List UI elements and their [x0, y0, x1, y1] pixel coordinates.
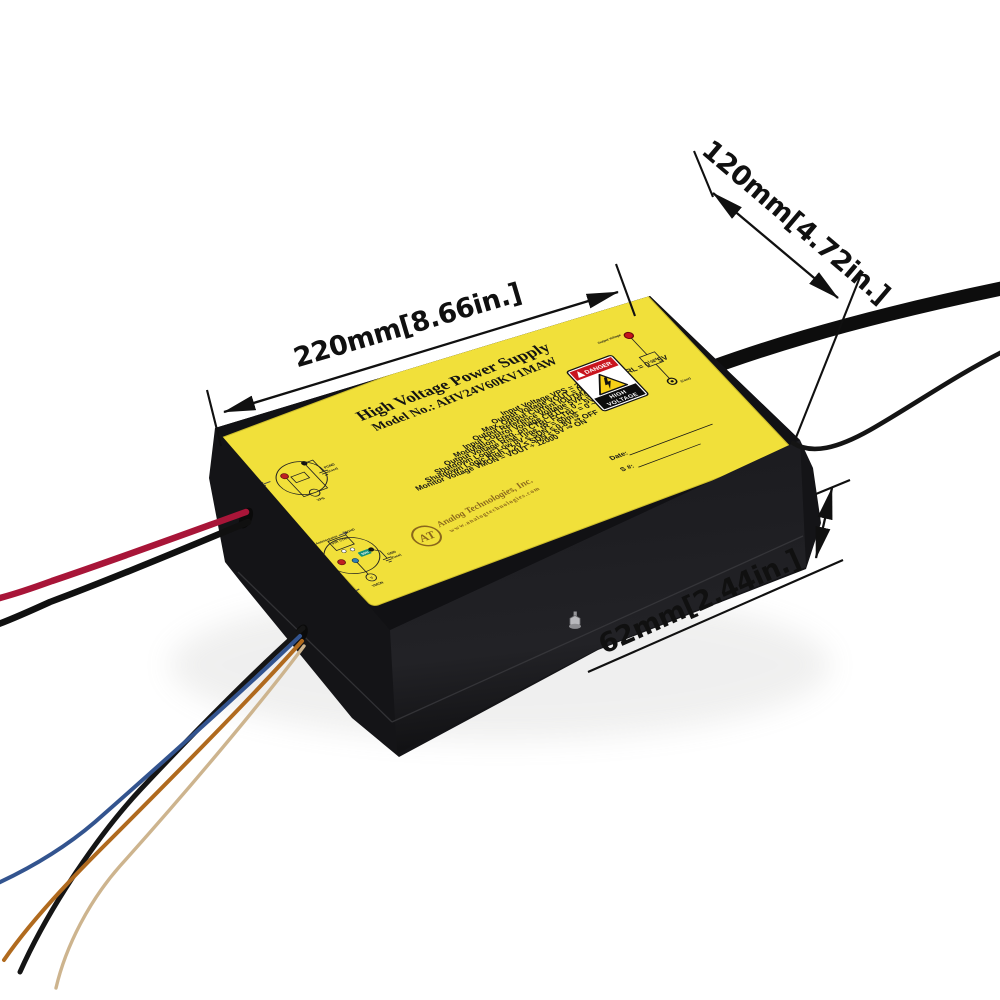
extension-line — [794, 276, 861, 441]
direction-arrow-icon — [338, 531, 349, 536]
ground-symbol — [319, 469, 329, 476]
date-serial-block: Date: S #: — [608, 423, 713, 474]
date-label: Date: — [608, 450, 630, 461]
vps-source-symbol — [308, 488, 321, 497]
case-label: (Case) — [679, 377, 691, 383]
ctrl-label: CTRL — [338, 536, 349, 542]
vmon-label: VMON — [371, 581, 385, 588]
pin-dot-black — [301, 461, 308, 466]
serial-label: S #: — [619, 464, 636, 474]
extension-tick — [693, 150, 714, 198]
flange-step-edge — [237, 535, 804, 723]
pin-dot-white — [341, 549, 347, 553]
input-pinout-diagram: VPS PGND (Case) — [259, 459, 339, 502]
extension-baseline — [587, 559, 844, 673]
load-box — [638, 351, 665, 368]
pin-dot-white — [349, 547, 356, 552]
dimension-arrow — [712, 192, 839, 299]
voltmeter-v: V — [369, 576, 375, 580]
extension-tick — [205, 389, 223, 447]
extension-tick — [815, 479, 851, 495]
connector-circle — [275, 461, 328, 495]
date-underline — [629, 423, 713, 456]
black-signal-wire — [17, 625, 306, 975]
logo-circle — [411, 525, 442, 547]
pin-box — [327, 534, 355, 552]
sgnd-label: SGND — [344, 528, 356, 534]
ground-symbol — [382, 556, 393, 563]
red-power-wire — [0, 508, 250, 602]
aux-cable — [790, 350, 1000, 452]
voltmeter-symbol — [365, 573, 378, 582]
load-label: Load — [647, 357, 659, 363]
diagram-wires — [631, 338, 670, 379]
dimension-arrow — [223, 290, 619, 414]
pin-dot-red — [337, 559, 346, 566]
sdn-label: SDN — [360, 550, 370, 556]
signal-wire-bundle — [0, 625, 306, 990]
input-power-wires — [0, 508, 252, 627]
gnd-case-label: (Case) — [390, 553, 402, 559]
gnd-label: GND — [386, 550, 397, 556]
component-box — [290, 471, 311, 484]
black-power-wire — [0, 518, 252, 627]
pgnd-label: PGND — [323, 463, 336, 470]
diagram-wires — [286, 459, 329, 498]
pgnd-case-label: (Case) — [327, 467, 339, 473]
case-terminal-dot — [670, 380, 674, 383]
at-monogram: AT — [414, 528, 440, 544]
case-terminal-symbol — [666, 377, 678, 385]
orange-signal-wire — [2, 639, 304, 962]
mounting-bolt — [569, 611, 581, 629]
blue-signal-wire — [0, 634, 302, 885]
sdn-tag — [357, 549, 372, 557]
extension-tick — [615, 263, 636, 317]
anticlockwise-label: Anticlockwise — [315, 535, 339, 546]
diagram-wires — [356, 549, 388, 575]
5vr-label: 5VR — [331, 540, 340, 545]
dimension-arrow — [814, 487, 834, 559]
serial-underline — [638, 443, 701, 468]
control-pinout-diagram: Anticlockwise 5VR CTRL SGND SDN GND (Cas… — [315, 528, 402, 594]
dimension-label: 120mm[4.72in.] — [696, 134, 896, 310]
vps-label: VPS — [316, 496, 326, 502]
tan-signal-wire — [54, 644, 306, 990]
